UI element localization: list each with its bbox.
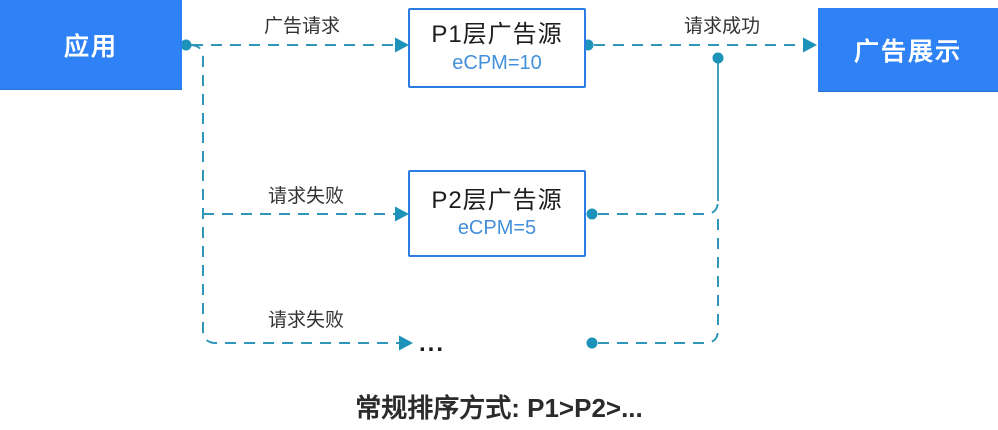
edge-label-fail-p2: 请求失败 — [267, 186, 344, 207]
edge-label-fail-more: 请求失败 — [267, 310, 344, 331]
node-app: 应用 — [0, 0, 182, 90]
arrowhead-into-more — [399, 335, 413, 351]
connector-app-down-to-more — [189, 44, 399, 344]
edge-label-ad-request: 广告请求 — [263, 16, 340, 37]
junction-dot-p2-out — [586, 208, 598, 220]
node-p2: P2层广告源 eCPM=5 — [408, 170, 586, 257]
junction-dot-more-out — [586, 337, 598, 349]
node-app-label: 应用 — [63, 32, 118, 61]
node-p1: P1层广告源 eCPM=10 — [408, 8, 586, 88]
edge-label-success: 请求成功 — [683, 16, 760, 37]
junction-dot-success-merge — [712, 52, 724, 64]
arrowhead-into-p1 — [395, 37, 409, 53]
node-p2-title: P2层广告源 — [431, 186, 563, 214]
junction-dot-app — [180, 39, 192, 51]
node-p1-ecpm: eCPM=10 — [452, 51, 542, 74]
node-p1-title: P1层广告源 — [431, 21, 563, 49]
node-more-ellipsis: ... — [419, 330, 446, 357]
arrowhead-into-display — [803, 37, 817, 53]
node-p2-ecpm: eCPM=5 — [457, 217, 537, 240]
connector-p2-success-horizontal — [598, 200, 719, 215]
arrowhead-into-p2 — [395, 206, 409, 222]
diagram-caption: 常规排序方式: P1>P2>... — [355, 393, 643, 423]
node-display-label: 广告展示 — [853, 37, 962, 66]
node-display: 广告展示 — [818, 8, 998, 92]
connector-more-success — [598, 212, 719, 344]
